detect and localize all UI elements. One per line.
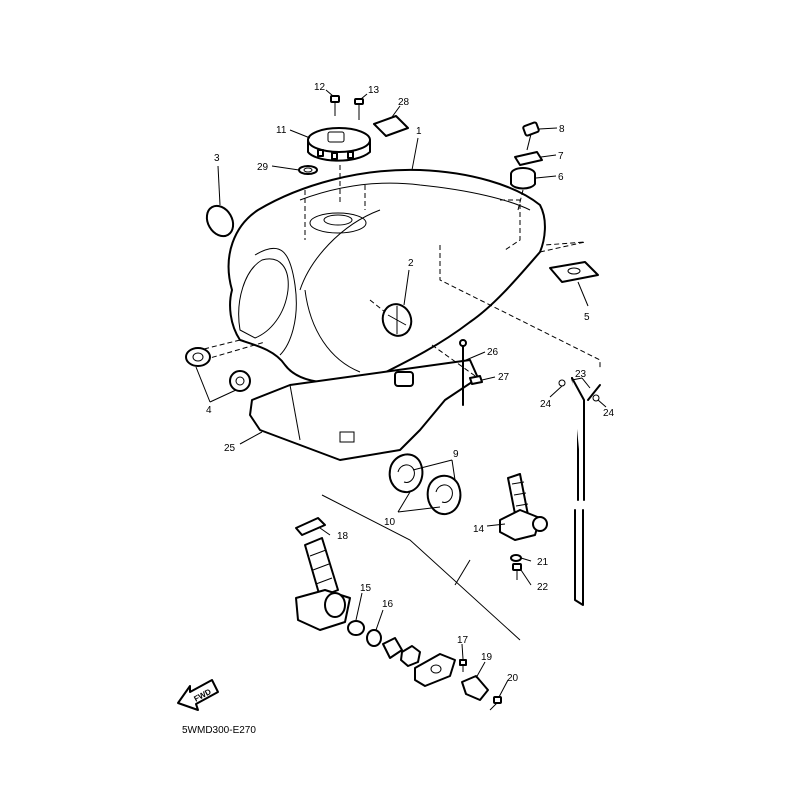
fuel-cock-body bbox=[295, 537, 351, 631]
drawing-code: 5WMD300-E270 bbox=[182, 725, 256, 736]
callout-18: 18 bbox=[337, 531, 349, 542]
callout-2: 2 bbox=[408, 258, 414, 269]
gasket-29 bbox=[298, 165, 318, 175]
fuel-tank bbox=[227, 168, 546, 384]
leader-lines bbox=[195, 89, 607, 698]
tank-base-plate bbox=[249, 344, 479, 461]
bolt-22 bbox=[512, 563, 522, 580]
gasket-18 bbox=[295, 517, 326, 536]
screw-17 bbox=[459, 659, 467, 672]
o-ring-3 bbox=[205, 204, 235, 238]
callout-13: 13 bbox=[368, 85, 380, 96]
o-ring-16 bbox=[366, 629, 382, 647]
gasket-15 bbox=[347, 620, 365, 636]
hose-clamp-24-left bbox=[558, 379, 566, 387]
callout-3: 3 bbox=[214, 153, 220, 164]
callout-labels: 1 2 3 4 5 6 7 8 9 10 11 12 13 14 15 16 1… bbox=[206, 82, 615, 684]
screw-20 bbox=[489, 696, 502, 711]
callout-14: 14 bbox=[473, 524, 485, 535]
damper-4-lower bbox=[229, 370, 251, 392]
callout-19: 19 bbox=[481, 652, 493, 663]
callout-20: 20 bbox=[507, 673, 519, 684]
callout-22: 22 bbox=[537, 582, 549, 593]
callout-23: 23 bbox=[575, 369, 587, 380]
collar-7 bbox=[514, 151, 543, 166]
callout-7: 7 bbox=[558, 151, 564, 162]
bolt-8 bbox=[522, 121, 540, 151]
damper-6 bbox=[510, 167, 536, 190]
callout-11: 11 bbox=[276, 125, 287, 136]
clip-27 bbox=[469, 375, 483, 385]
callout-12: 12 bbox=[314, 82, 326, 93]
filter-screen-9-10 bbox=[388, 453, 462, 516]
callout-28: 28 bbox=[398, 97, 410, 108]
caution-label bbox=[373, 115, 409, 137]
callout-8: 8 bbox=[559, 124, 565, 135]
screw-13 bbox=[354, 98, 364, 120]
callout-24-left: 24 bbox=[540, 399, 552, 410]
valve-parts bbox=[382, 637, 456, 687]
callout-5: 5 bbox=[584, 312, 590, 323]
callout-29: 29 bbox=[257, 162, 269, 173]
fwd-arrow-icon: FWD bbox=[177, 679, 219, 711]
hose-clamp-24-right bbox=[592, 394, 600, 402]
bolt-12 bbox=[330, 95, 340, 116]
callout-17: 17 bbox=[457, 635, 469, 646]
callout-15: 15 bbox=[360, 583, 372, 594]
fuel-hose-23 bbox=[571, 377, 601, 606]
washer-21 bbox=[510, 554, 522, 562]
callout-10: 10 bbox=[384, 517, 396, 528]
callout-4: 4 bbox=[206, 405, 212, 416]
callout-27: 27 bbox=[498, 372, 510, 383]
tank-emblem bbox=[369, 299, 413, 337]
callout-26: 26 bbox=[487, 347, 499, 358]
rubber-5 bbox=[549, 261, 599, 283]
damper-4-upper bbox=[185, 347, 211, 367]
clip-26 bbox=[459, 339, 467, 406]
fuel-cock-14 bbox=[499, 473, 548, 541]
callout-25: 25 bbox=[224, 443, 236, 454]
callout-21: 21 bbox=[537, 557, 549, 568]
callout-1: 1 bbox=[416, 126, 422, 137]
callout-9: 9 bbox=[453, 449, 459, 460]
callout-6: 6 bbox=[558, 172, 564, 183]
callout-24-right: 24 bbox=[603, 408, 615, 419]
callout-16: 16 bbox=[382, 599, 394, 610]
lever-19 bbox=[461, 675, 489, 701]
fuel-cap bbox=[307, 127, 371, 205]
